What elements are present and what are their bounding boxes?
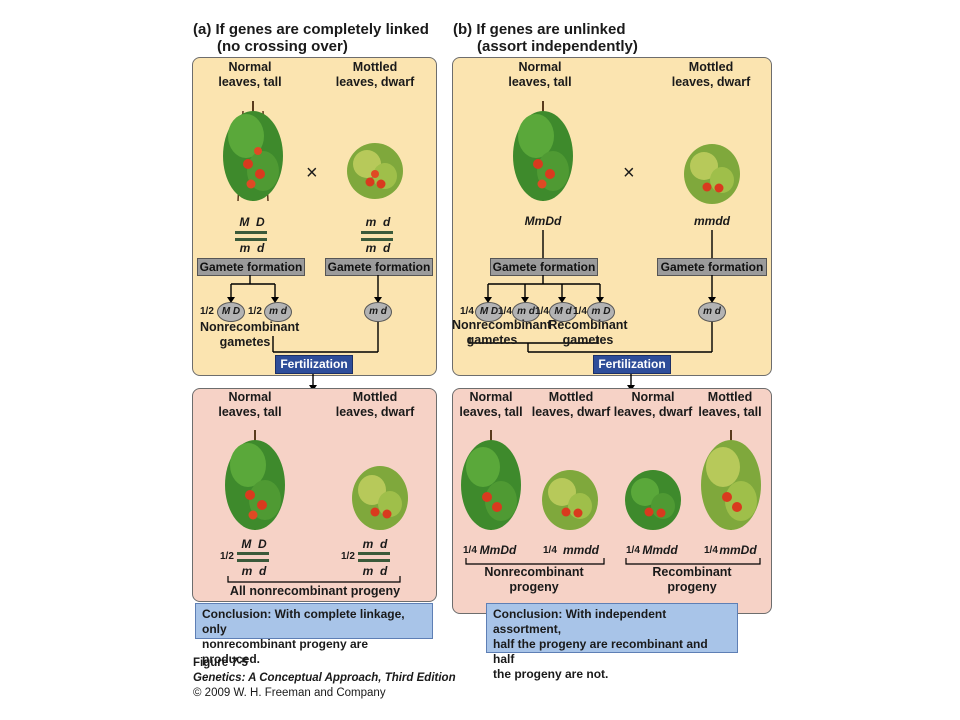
gamete-formation-box: Gamete formation bbox=[325, 258, 433, 276]
chromosome-bar bbox=[358, 559, 390, 562]
panel-a-title: (a) If genes are completely linked (no c… bbox=[193, 21, 429, 55]
chromosome-bar bbox=[237, 559, 269, 562]
progeny-genotype-4: mmDd bbox=[719, 543, 757, 557]
chromosome-bar bbox=[361, 231, 393, 234]
chrom-allele-m: m d bbox=[365, 241, 391, 255]
fraction-label: 1/4 bbox=[498, 306, 512, 317]
gamete-md: m d bbox=[512, 302, 540, 322]
chromosome-bar bbox=[235, 238, 267, 241]
gamete-Md: M d bbox=[549, 302, 577, 322]
fraction-label: 1/2 bbox=[248, 306, 262, 317]
fraction-label: 1/4 bbox=[535, 306, 549, 317]
progeny-allele-top: M D bbox=[241, 537, 267, 551]
dwarf-tomato-plant-icon bbox=[345, 138, 405, 205]
dwarf-tomato-plant-icon bbox=[682, 140, 742, 211]
figure-number: Figure 7-5 bbox=[193, 657, 248, 669]
fraction-label: 1/2 bbox=[341, 551, 355, 562]
fraction-label: 1/4 bbox=[460, 306, 474, 317]
chromosome-bar bbox=[235, 231, 267, 234]
progeny-allele-bottom: m d bbox=[362, 564, 388, 578]
fraction-label: 1/4 bbox=[463, 545, 477, 556]
gamete-md: m d bbox=[698, 302, 726, 322]
book-title: Genetics: A Conceptual Approach, Third E… bbox=[193, 672, 456, 684]
gamete-MD: M D bbox=[217, 302, 245, 322]
fertilization-box: Fertilization bbox=[275, 355, 353, 374]
all-nonrecombinant-label: All nonrecombinant progeny bbox=[229, 584, 401, 598]
tall-mottled-plant-icon bbox=[697, 425, 765, 540]
figure-caption: Figure 7-5 Genetics: A Conceptual Approa… bbox=[193, 656, 456, 701]
chromosome-bar bbox=[358, 552, 390, 555]
copyright: © 2009 W. H. Freeman and Company bbox=[193, 687, 386, 699]
tall-tomato-plant-icon bbox=[220, 425, 290, 540]
panel-a-parents bbox=[192, 57, 437, 376]
chromosome-bar bbox=[237, 552, 269, 555]
progeny-genotype-2: mmdd bbox=[563, 543, 599, 557]
fraction-label: 1/2 bbox=[220, 551, 234, 562]
dwarf-tomato-plant-icon bbox=[350, 462, 410, 537]
gamete-formation-box: Gamete formation bbox=[197, 258, 305, 276]
progeny-allele-bottom: m d bbox=[241, 564, 267, 578]
fraction-label: 1/4 bbox=[626, 545, 640, 556]
dwarf-green-plant-icon bbox=[623, 466, 683, 537]
cross-symbol: × bbox=[623, 162, 635, 184]
tall-tomato-plant-icon bbox=[508, 96, 578, 211]
fraction-label: 1/4 bbox=[573, 306, 587, 317]
tall-tomato-plant-icon bbox=[218, 96, 288, 211]
fertilization-box: Fertilization bbox=[593, 355, 671, 374]
gamete-md: m d bbox=[364, 302, 392, 322]
fraction-label: 1/4 bbox=[543, 545, 557, 556]
parent-genotype-right: mmdd bbox=[694, 214, 730, 228]
progeny-allele-top: m d bbox=[362, 537, 388, 551]
gamete-mD: m D bbox=[587, 302, 615, 322]
chromosome-bar bbox=[361, 238, 393, 241]
parent-genotype-left: MmDd bbox=[524, 214, 562, 228]
fraction-label: 1/2 bbox=[200, 306, 214, 317]
chrom-allele-m: m d bbox=[239, 241, 265, 255]
gamete-MD: M D bbox=[475, 302, 503, 322]
chrom-allele-m: m d bbox=[365, 215, 391, 229]
panel-b-subtitle: (assort independently) bbox=[477, 38, 638, 55]
panel-b-title: (b) If genes are unlinked (assort indepe… bbox=[453, 21, 638, 55]
gamete-md: m d bbox=[264, 302, 292, 322]
dwarf-tomato-plant-icon bbox=[540, 466, 600, 537]
fraction-label: 1/4 bbox=[704, 545, 718, 556]
gamete-formation-box: Gamete formation bbox=[490, 258, 598, 276]
panel-b-conclusion: Conclusion: With independent assortment,… bbox=[486, 603, 738, 681]
cross-symbol: × bbox=[306, 162, 318, 184]
tall-tomato-plant-icon bbox=[457, 425, 525, 540]
panel-a-subtitle: (no crossing over) bbox=[217, 38, 348, 55]
chrom-allele-M: M D bbox=[239, 215, 265, 229]
panel-b-parents bbox=[452, 57, 772, 376]
progeny-genotype-3: Mmdd bbox=[642, 543, 678, 557]
progeny-genotype-1: MmDd bbox=[479, 543, 517, 557]
